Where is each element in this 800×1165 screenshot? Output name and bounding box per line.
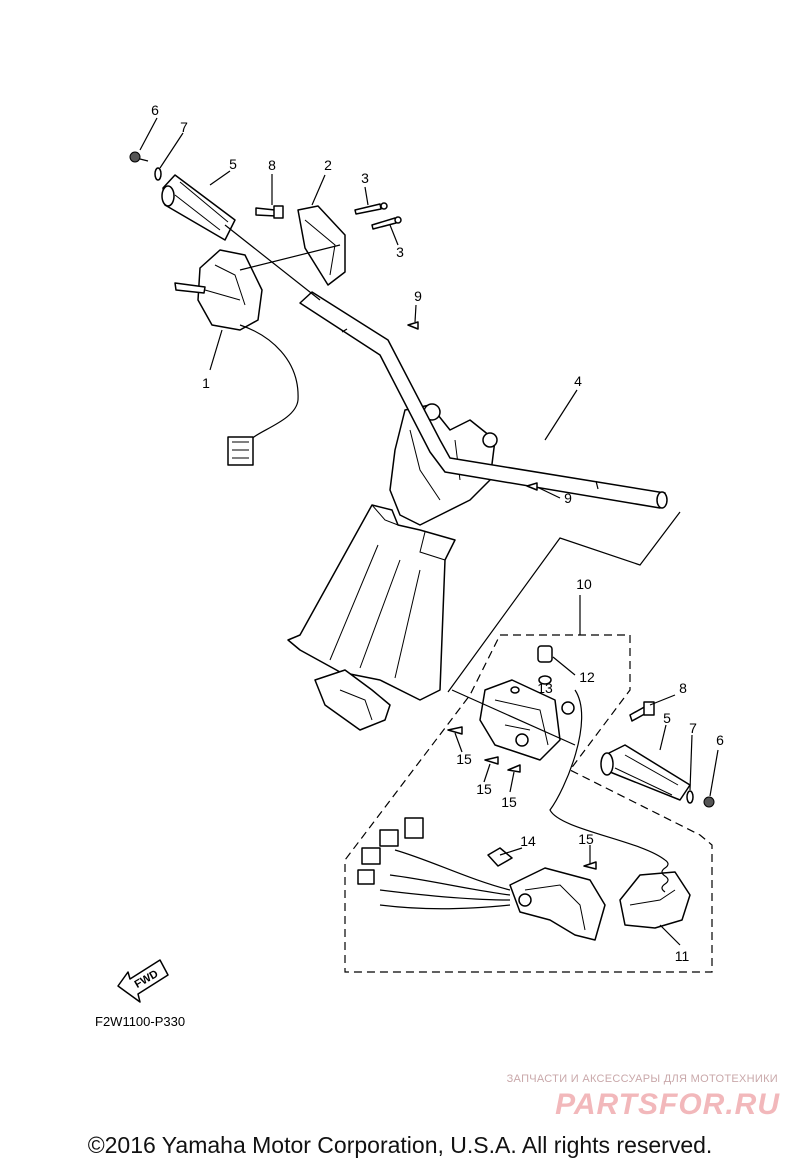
right-grip-assembly [600, 701, 715, 808]
callout-1: 1 [202, 375, 210, 391]
callout-3-lower: 3 [396, 244, 404, 260]
right-switch-assembly [447, 645, 666, 861]
forward-direction-arrow: FWD [117, 959, 169, 1003]
callout-5-left: 5 [229, 156, 237, 172]
axis-line-right [447, 511, 681, 693]
lanyard-holder [619, 859, 691, 929]
callout-4: 4 [574, 373, 582, 389]
kit-boundary [344, 634, 713, 973]
handlebar [299, 291, 668, 509]
callout-11: 11 [675, 948, 690, 964]
callout-15-d: 15 [578, 831, 594, 847]
callout-6-right: 6 [716, 732, 724, 748]
callout-8-left: 8 [268, 157, 276, 173]
watermark-tagline: ЗАПЧАСТИ И АКСЕССУАРЫ ДЛЯ МОТОТЕХНИКИ [507, 1073, 778, 1085]
steering-column-housing [287, 403, 498, 731]
callout-10: 10 [576, 576, 592, 592]
throttle-lever-assembly [357, 817, 606, 941]
watermark: ЗАПЧАСТИ И АКСЕССУАРЫ ДЛЯ МОТОТЕХНИКИ PA… [507, 1073, 780, 1121]
callout-7-left: 7 [180, 119, 188, 135]
callout-8-right: 8 [679, 680, 687, 696]
callout-13: 13 [537, 680, 553, 696]
leader-lines [139, 117, 719, 946]
callout-3-upper: 3 [361, 170, 369, 186]
callout-6-left: 6 [151, 102, 159, 118]
callout-9-lower: 9 [564, 490, 572, 506]
callout-15-c: 15 [501, 794, 517, 810]
callout-12: 12 [579, 669, 595, 685]
callout-7-right: 7 [689, 720, 697, 736]
callout-labels: 6 7 5 8 2 3 3 1 9 4 9 10 12 13 8 5 7 6 1… [151, 102, 724, 964]
callout-2: 2 [324, 157, 332, 173]
callout-15-b: 15 [476, 781, 492, 797]
diagram-reference-code: F2W1100-P330 [95, 1014, 185, 1029]
watermark-brand: PARTSFOR.RU [555, 1088, 780, 1121]
callout-14: 14 [520, 833, 536, 849]
handlebar-screws [407, 321, 538, 491]
callout-15-a: 15 [456, 751, 472, 767]
left-grip-assembly [129, 151, 402, 466]
callout-5-right: 5 [663, 710, 671, 726]
copyright-notice: ©2016 Yamaha Motor Corporation, U.S.A. A… [88, 1132, 713, 1158]
callout-9-upper: 9 [414, 288, 422, 304]
